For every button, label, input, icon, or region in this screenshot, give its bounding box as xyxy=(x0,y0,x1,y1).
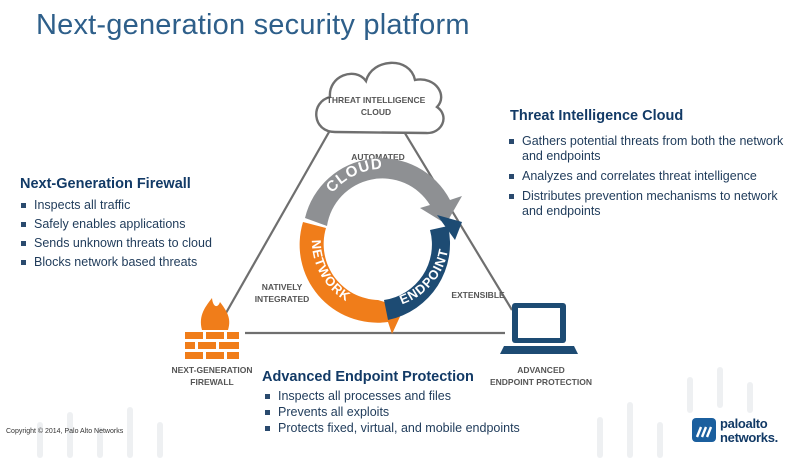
list-item: Protects fixed, virtual, and mobile endp… xyxy=(262,421,552,436)
list-item: Blocks network based threats xyxy=(18,255,248,270)
palo-alto-logo: paloalto networks. xyxy=(692,412,792,452)
firewall-label-line2: FIREWALL xyxy=(190,377,233,387)
page-title: Next-generation security platform xyxy=(36,9,470,41)
threat-cloud-title: Threat Intelligence Cloud xyxy=(510,108,684,124)
logo-bars-icon xyxy=(695,426,713,438)
logo-text-line2: networks. xyxy=(720,430,778,445)
firewall-title: Next-Generation Firewall xyxy=(20,176,191,192)
threat-cloud-bullets: Gathers potential threats from both the … xyxy=(506,134,786,224)
list-item: Distributes prevention mechanisms to net… xyxy=(506,189,786,219)
endpoint-bullets: Inspects all processes and files Prevent… xyxy=(262,389,552,437)
edge-natively-line1: NATIVELY xyxy=(262,282,303,292)
logo-text-line1: paloalto xyxy=(720,416,768,431)
list-item: Inspects all processes and files xyxy=(262,389,552,404)
edge-natively-line2: INTEGRATED xyxy=(255,294,310,304)
edge-automated: AUTOMATED xyxy=(351,152,405,162)
endpoint-label-line1: ADVANCED xyxy=(517,365,565,375)
laptop-icon xyxy=(500,303,578,354)
ring-segment-cloud xyxy=(305,158,462,226)
platform-ring xyxy=(299,158,462,334)
list-item: Gathers potential threats from both the … xyxy=(506,134,786,164)
list-item: Safely enables applications xyxy=(18,217,248,232)
firewall-icon xyxy=(185,298,239,359)
ring-segment-endpoint xyxy=(384,226,451,320)
endpoint-title: Advanced Endpoint Protection xyxy=(262,369,474,385)
background-stripes xyxy=(37,367,753,458)
triangle-frame xyxy=(221,124,513,335)
logo-mark-icon xyxy=(692,418,716,442)
cloud-label-line2: CLOUD xyxy=(361,107,391,117)
copyright-text: Copyright © 2014, Palo Alto Networks xyxy=(6,428,124,435)
threat-cloud-icon xyxy=(315,61,445,135)
list-item: Sends unknown threats to cloud xyxy=(18,236,248,251)
list-item: Prevents all exploits xyxy=(262,405,552,420)
edge-extensible: EXTENSIBLE xyxy=(451,290,505,300)
endpoint-label-line2: ENDPOINT PROTECTION xyxy=(490,377,592,387)
list-item: Inspects all traffic xyxy=(18,198,248,213)
firewall-bullets: Inspects all traffic Safely enables appl… xyxy=(18,198,248,274)
firewall-label-line1: NEXT-GENERATION xyxy=(171,365,252,375)
ring-segment-network xyxy=(299,222,404,334)
list-item: Analyzes and correlates threat intellige… xyxy=(506,169,786,184)
cloud-label-line1: THREAT INTELLIGENCE xyxy=(327,95,426,105)
